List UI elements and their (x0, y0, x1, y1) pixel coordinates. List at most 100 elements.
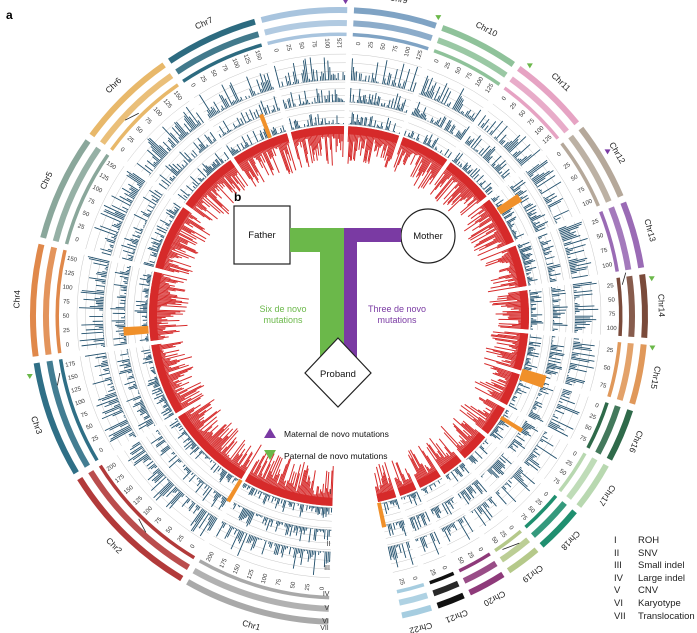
variant-bar (439, 101, 441, 103)
variant-bar (407, 541, 411, 548)
track-gridline (223, 519, 331, 551)
variant-bar (164, 401, 168, 404)
variant-bar (251, 488, 256, 496)
variant-bar (271, 496, 275, 503)
variant-bar (224, 525, 232, 539)
variant-bar (127, 243, 137, 248)
variant-bar (188, 474, 196, 483)
variant-bar (352, 113, 355, 125)
variant-bar (299, 504, 303, 517)
variant-bar (546, 262, 554, 266)
variant-bar (506, 409, 509, 412)
roh-band (244, 474, 333, 506)
track-gridline (127, 100, 190, 162)
variant-bar (431, 119, 434, 124)
variant-bar (518, 245, 523, 249)
variant-bar (150, 212, 152, 214)
chromosome-label: Chr11 (549, 70, 572, 93)
variant-bar (246, 511, 254, 527)
variant-bar (574, 305, 595, 308)
variant-bar (496, 139, 498, 141)
variant-bar (444, 526, 447, 530)
variant-bar (192, 181, 198, 187)
variant-bar (550, 348, 563, 352)
translocation-band (353, 20, 433, 41)
variant-bar (183, 115, 196, 130)
variant-bar (533, 225, 537, 227)
variant-bar (570, 362, 594, 369)
variant-bar (206, 109, 213, 118)
variant-bar (220, 158, 224, 163)
variant-bar (184, 432, 188, 435)
variant-bar (242, 482, 245, 487)
variant-bar (147, 247, 159, 253)
variant-bar (425, 143, 427, 145)
variant-bar (546, 368, 550, 370)
track-gridline (518, 176, 549, 228)
variant-bar (222, 120, 231, 133)
variant-bar (515, 471, 522, 478)
variant-bar (263, 131, 267, 139)
variant-bar (449, 124, 455, 133)
variant-bar (516, 388, 527, 394)
track-gridline (426, 489, 450, 502)
variant-bar (510, 179, 524, 190)
track-gridline (102, 260, 110, 348)
variant-bar (159, 242, 162, 244)
variant-bar (261, 540, 267, 555)
variant-bar (280, 545, 284, 554)
variant-bar (168, 458, 180, 469)
track-gridline (209, 90, 275, 122)
variant-bar (147, 149, 161, 162)
variant-bar (535, 227, 546, 233)
variant-bar (560, 397, 575, 405)
variant-bar (401, 543, 407, 559)
variant-bar (388, 74, 392, 86)
variant-bar (212, 163, 217, 169)
variant-bar (461, 111, 465, 115)
tick-label: 150 (253, 50, 262, 62)
variant-bar (161, 179, 170, 187)
variant-bar (562, 390, 571, 394)
variant-bar (528, 455, 534, 459)
roh-band (347, 126, 400, 144)
variant-bar (547, 363, 563, 369)
translocation-band (566, 457, 598, 500)
variant-bar (502, 485, 507, 490)
variant-bar (524, 209, 527, 211)
variant-bar (160, 445, 169, 452)
variant-bar (570, 268, 587, 273)
variant-bar (96, 289, 105, 292)
track-gridline (79, 356, 115, 451)
track-gridline (582, 218, 598, 275)
variant-bar (149, 260, 155, 264)
variant-bar (226, 526, 234, 538)
roh-band (482, 199, 514, 245)
variant-bar (398, 521, 402, 529)
variant-bar (443, 91, 452, 105)
variant-bar (136, 407, 146, 412)
variant-bar (102, 357, 107, 359)
variant-bar (215, 491, 217, 494)
variant-bar (169, 178, 173, 182)
variant-bar (467, 115, 470, 119)
tick-label: 100 (91, 185, 103, 195)
variant-bar (491, 432, 501, 440)
tick-label: 25 (563, 162, 572, 171)
track-gridline (151, 433, 226, 506)
variant-bar (126, 266, 131, 269)
variant-bar (504, 140, 513, 149)
variant-bar (531, 221, 534, 224)
variant-bar (168, 405, 170, 408)
variant-bar (185, 106, 201, 126)
variant-bar (484, 148, 496, 161)
variant-bar (522, 257, 530, 261)
variant-bar (148, 246, 159, 252)
variant-bar (382, 60, 388, 85)
variant-bar (513, 187, 521, 193)
tick-label: 100 (152, 107, 164, 119)
karyotype-band (539, 509, 577, 548)
variant-bar (270, 542, 273, 549)
variant-bar (398, 107, 401, 111)
